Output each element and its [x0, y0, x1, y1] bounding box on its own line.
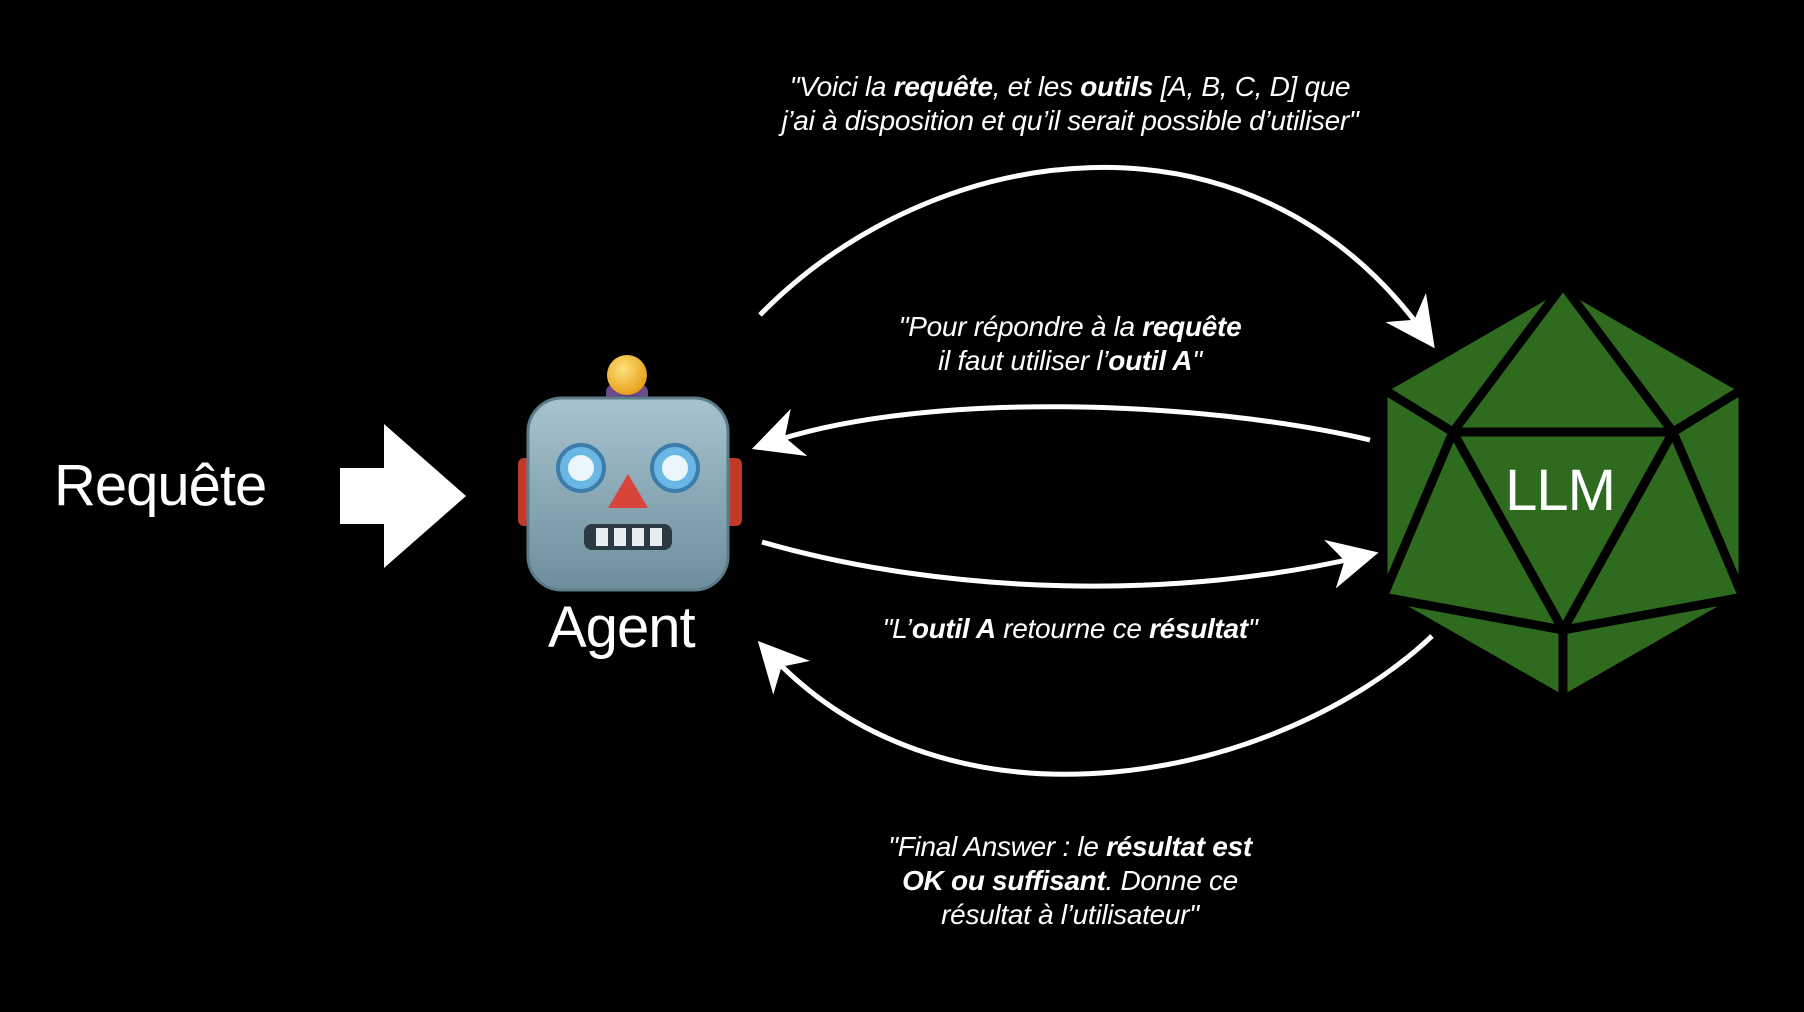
message-segment: "L’ [882, 613, 913, 644]
message-bold-segment: outil A [1108, 345, 1193, 376]
message-segment: " [1247, 613, 1258, 644]
message-bold-segment: OK ou suffisant [902, 865, 1106, 896]
agent-label: Agent [548, 595, 696, 660]
message-segment: résultat à l’utilisateur" [941, 899, 1199, 930]
message-bold-segment: résultat [1149, 613, 1248, 644]
message-tool-result: "L’outil A retourne ce résultat" [800, 612, 1340, 646]
message-bold-segment: outil A [911, 613, 996, 644]
icosahedron-icon [1378, 280, 1748, 705]
input-arrow [340, 424, 466, 568]
message-segment: " [1192, 345, 1202, 376]
input-label: Requête [54, 453, 267, 518]
robot-icon [518, 355, 742, 592]
message-use-tool: "Pour répondre à la requête il faut utili… [800, 310, 1340, 378]
message-segment: il faut utiliser l’ [938, 345, 1109, 376]
message-bold-segment: outils [1080, 71, 1154, 102]
message-bold-segment: requête [1142, 311, 1242, 342]
message-segment: "Final Answer : le [888, 831, 1107, 862]
message-segment: "Voici la [789, 71, 894, 102]
message-request-tools: "Voici la requête, et les outils [A, B, … [700, 70, 1440, 138]
arrow-agent-to-llm-lower [761, 539, 1379, 589]
message-bold-segment: requête [893, 71, 993, 102]
arrow-llm-to-agent-upper [751, 404, 1371, 457]
llm-label: LLM [1505, 458, 1616, 523]
message-segment: retourne ce [995, 613, 1150, 644]
message-segment: j’ai à disposition et qu’il serait possi… [781, 105, 1359, 136]
arrow-llm-to-agent-bottom [757, 634, 1434, 777]
message-segment: [A, B, C, D] que [1153, 71, 1351, 102]
arrow-agent-to-llm-top [758, 165, 1435, 349]
message-segment: "Pour répondre à la [898, 311, 1143, 342]
message-segment: , et les [992, 71, 1081, 102]
message-bold-segment: résultat est [1106, 831, 1252, 862]
message-segment: . Donne ce [1105, 865, 1239, 896]
